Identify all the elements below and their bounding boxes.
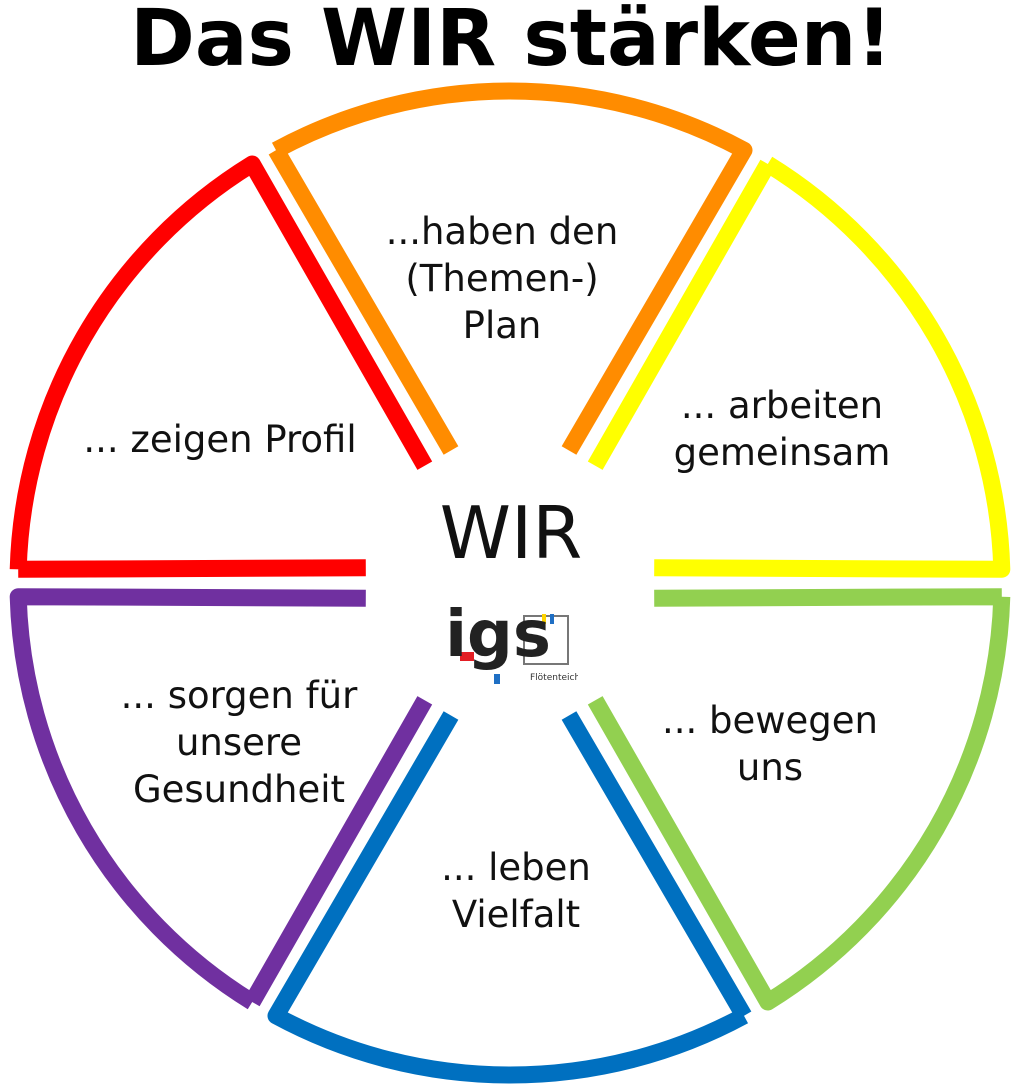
segment-lower-right [587,588,1011,1011]
segment-upper-right [587,156,1011,578]
segment-label-lower-left: ... sorgen für unsere Gesundheit [120,674,358,811]
segment-label-bottom: ... leben Vielfalt [441,846,591,936]
logo-subtitle: Flötenteich [530,673,578,683]
igs-logo: igs Flötenteich [448,598,578,684]
page-title: Das WIR stärken! [130,0,892,84]
segment-top [268,82,753,455]
segment-label-top: ...haben den (Themen-) Plan [385,210,619,347]
segment-label-upper-left: ... zeigen Profil [83,418,357,461]
segment-upper-left [9,155,433,578]
center-word: WIR [439,491,583,575]
logo-letters: igs [448,598,551,672]
segment-bottom [267,711,752,1084]
segment-label-lower-right: ... bewegen uns [661,699,879,789]
segment-label-upper-right: ... arbeiten gemeinsam [673,384,891,474]
segment-lower-left [9,588,433,1010]
